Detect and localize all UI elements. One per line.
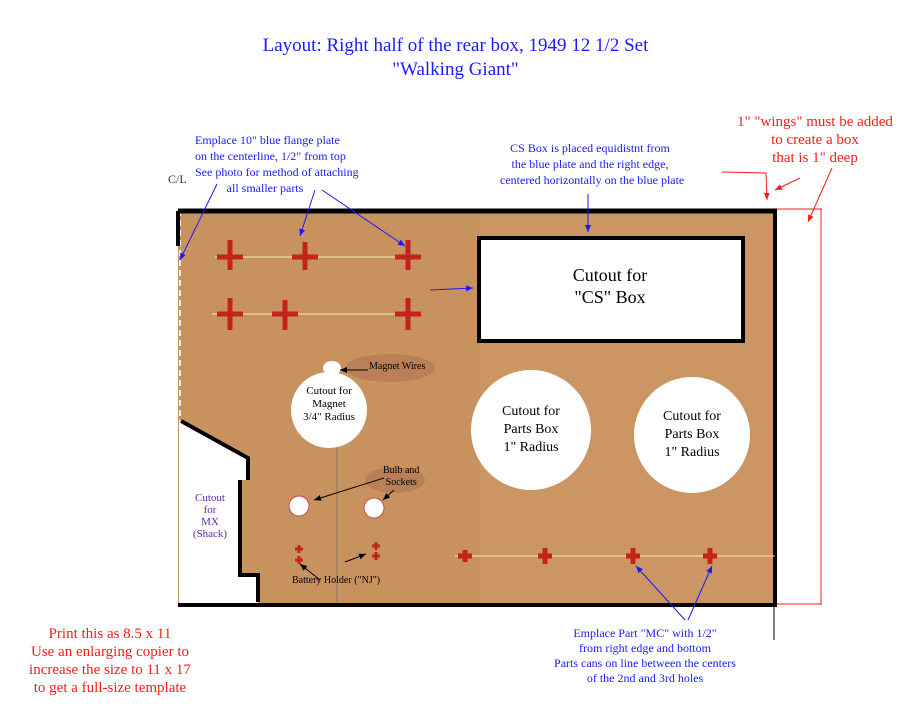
note-line: 1" "wings" must be added [737,114,893,130]
note-line: Print this as 8.5 x 11 [48,626,172,642]
note-line: of the 2nd and 3rd holes [586,671,704,685]
magnet-cutout [291,372,367,448]
title-line-1: Layout: Right half of the rear box, 1949… [262,35,649,56]
label-line: for [203,504,217,516]
note-line: to get a full-size template [33,680,187,696]
label-line: Cutout for [663,409,721,424]
note-line: increase the size to 11 x 17 [29,662,191,678]
parts-box-2-cutout [634,377,750,493]
print-note: Print this as 8.5 x 11 Use an enlarging c… [20,625,200,697]
label-line: MX [201,516,219,528]
label-line: Magnet [312,398,346,410]
note-line: Emplace Part "MC" with 1/2" [573,626,717,640]
label-line: Cutout [195,492,225,504]
note-line: centered horizontally on the blue plate [500,173,685,187]
note-line: the blue plate and the right edge, [511,157,669,171]
label-line: Cutout for [572,265,648,285]
label-line: Sockets [385,477,417,488]
label-line: 1" Radius [664,445,720,460]
cs-box-label: Cutout for"CS" Box [510,264,710,308]
note-line: See photo for method of attaching [195,165,359,179]
battery-holder-label: Battery Holder ("NJ") [292,575,381,586]
note-line: Emplace 10" blue flange plate [195,133,340,147]
label-line: "CS" Box [574,287,646,307]
note-line: that is 1" deep [772,150,858,166]
note-line: all smaller parts [226,181,304,195]
cs-box-note: CS Box is placed equidistnt from the blue… [500,140,685,188]
cs-box-cutout [477,236,745,343]
label-line: Cutout for [502,404,560,419]
label-line: (Shack) [192,528,228,540]
centerline-label: C/L [168,172,187,186]
label-line: Parts Box [503,422,559,437]
flange-note: Emplace 10" blue flange plate on the cent… [195,132,359,196]
mc-note: Emplace Part "MC" with 1/2"from right ed… [545,626,745,686]
note-line: Use an enlarging copier to [30,644,189,660]
note-line: on the centerline, 1/2" from top [195,149,346,163]
magnet-wires-label: Magnet Wires [369,361,426,372]
label-line: Bulb and [383,465,420,476]
label-line: Cutout for [306,385,352,397]
label-line: Parts Box [664,427,720,442]
note-line: CS Box is placed equidistnt from [510,141,670,155]
label-line: 1" Radius [503,440,559,455]
label-line: 3/4" Radius [303,411,355,423]
note-line: from right edge and bottom [579,641,711,655]
wings-note: 1" "wings" must be added to create a box t… [735,113,895,167]
note-line: to create a box [771,132,859,148]
parts-box-1-cutout [471,370,591,490]
note-line: Parts cans on line between the centers [554,656,736,670]
title-line-2: "Walking Giant" [392,59,519,80]
mounting-holes [217,240,717,564]
